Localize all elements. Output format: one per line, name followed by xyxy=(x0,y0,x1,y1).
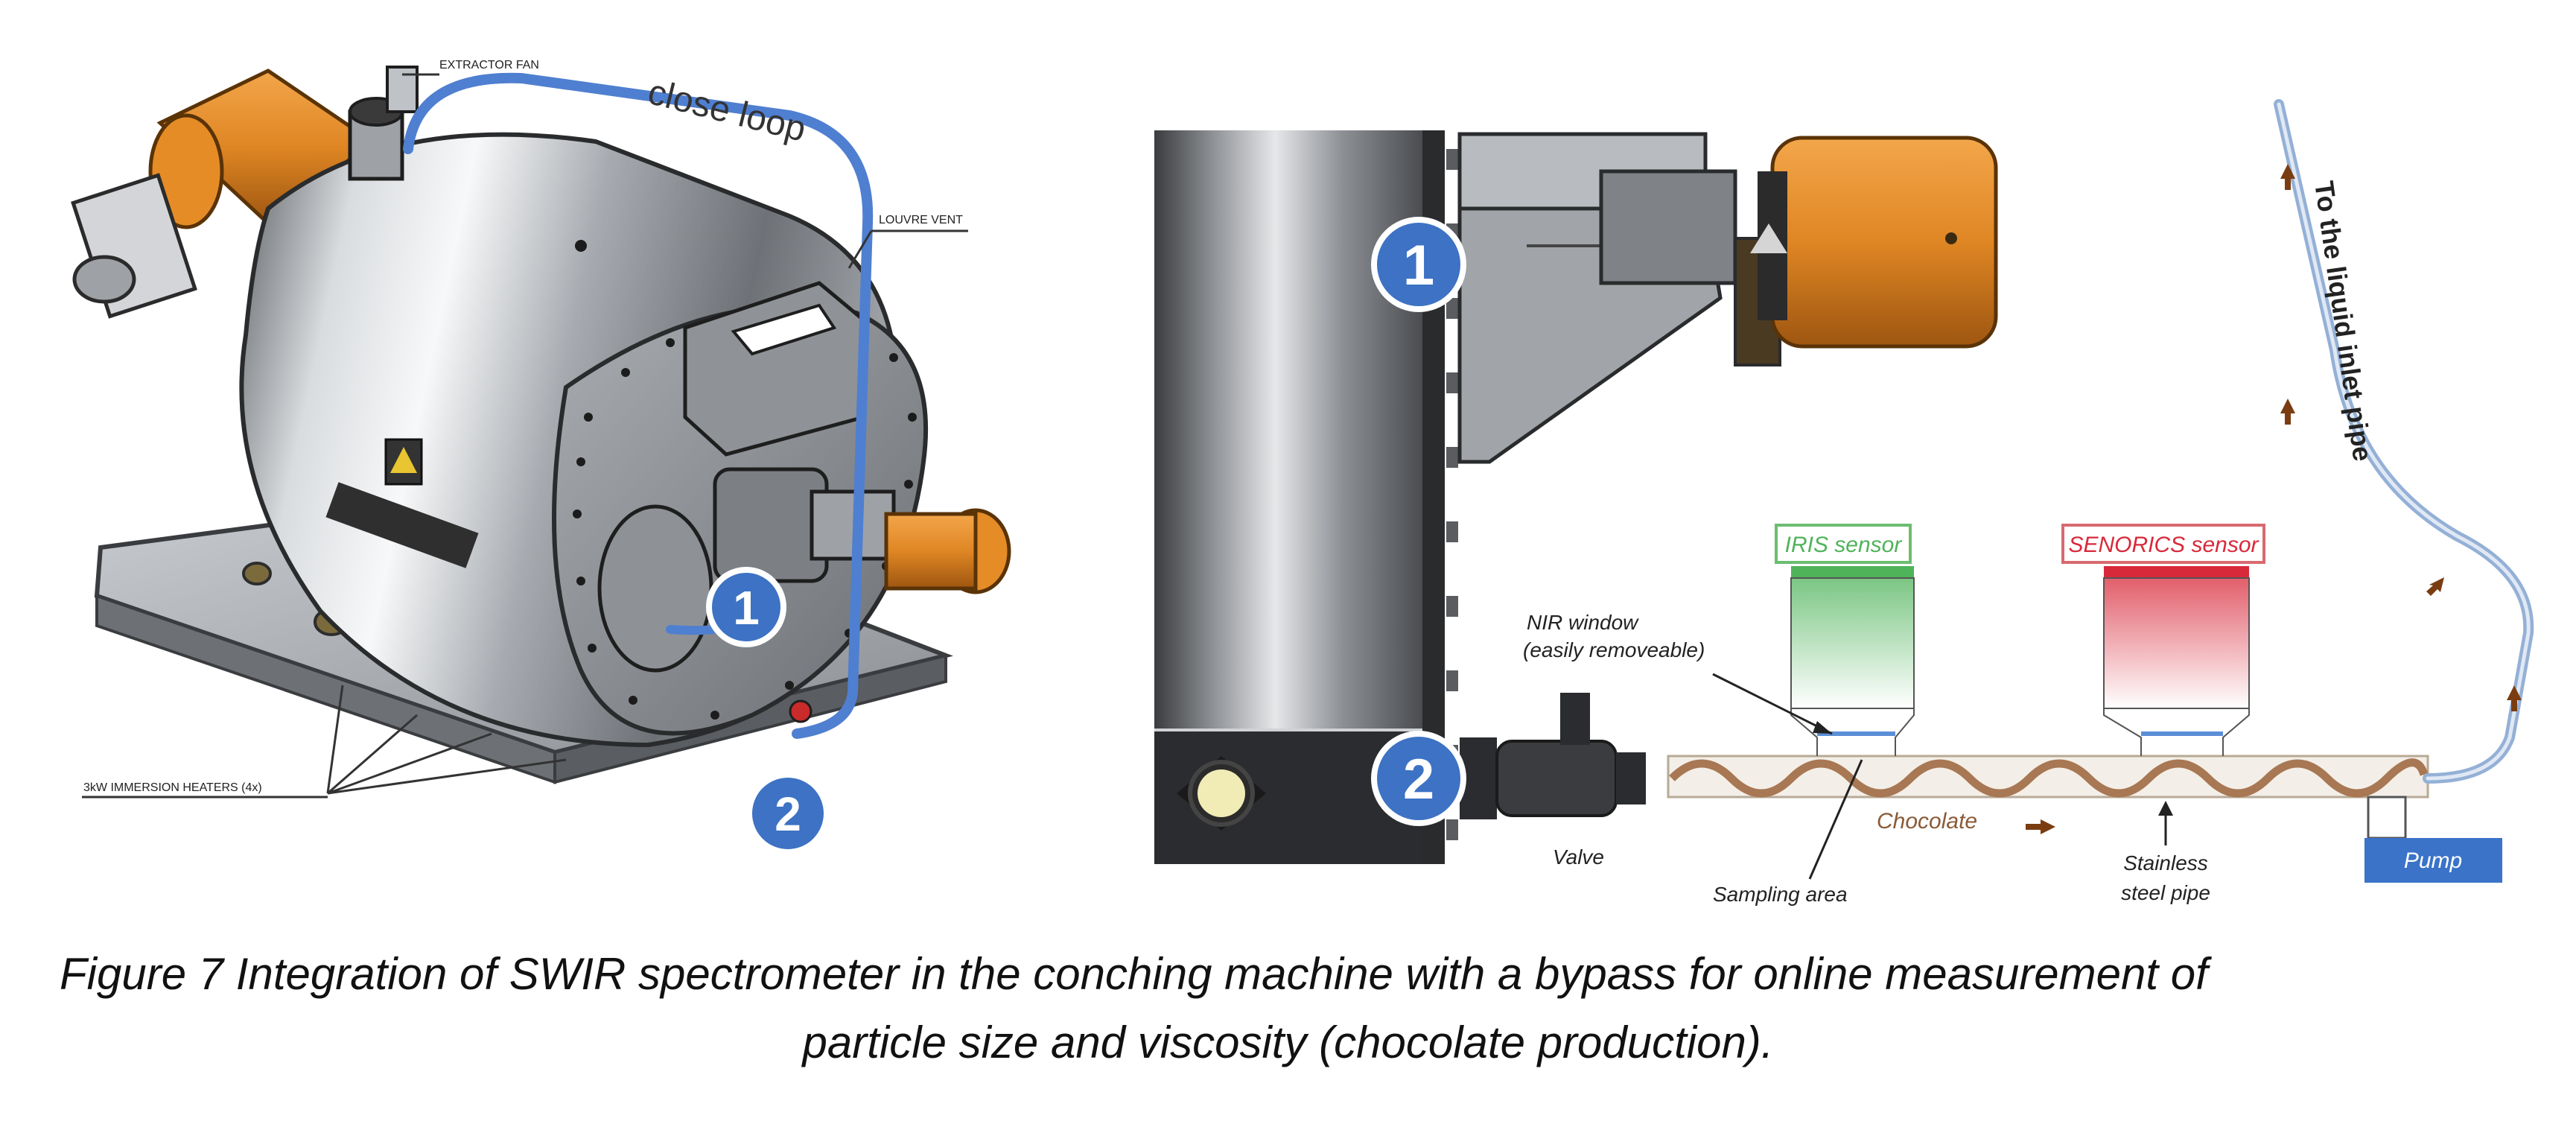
pipe-label: Stainless xyxy=(2123,851,2208,875)
louvre-vent-label: LOUVRE VENT xyxy=(879,214,963,226)
nir-window-sublabel: (easily removeable) xyxy=(1523,638,1705,661)
right-marker-1: 1 xyxy=(1371,217,1466,312)
left-diagram: EXTRACTOR FAN close loop LOUVRE VENT 3kW… xyxy=(71,59,1011,855)
valve xyxy=(1460,693,1646,819)
svg-text:1: 1 xyxy=(733,581,760,635)
svg-text:SENORICS sensor: SENORICS sensor xyxy=(2068,533,2259,557)
svg-text:2: 2 xyxy=(1403,748,1434,811)
inlet-pipe-label: To the liquid inlet pipe xyxy=(2309,179,2378,463)
valve-label: Valve xyxy=(1553,845,1604,869)
figure-caption-line-2: particle size and viscosity (chocolate p… xyxy=(802,1018,1774,1067)
left-marker-1: 1 xyxy=(706,567,786,647)
pump-body xyxy=(2367,796,2407,839)
figure-caption-line-1: Figure 7 Integration of SWIR spectromete… xyxy=(60,949,2208,999)
sampling-area-label: Sampling area xyxy=(1713,883,1848,906)
chocolate-label: Chocolate xyxy=(1877,809,1977,834)
pump-box xyxy=(2364,838,2502,883)
heaters-label: 3kW IMMERSION HEATERS (4x) xyxy=(83,781,262,794)
close-loop-pipe xyxy=(403,72,874,739)
svg-text:IRIS sensor: IRIS sensor xyxy=(1785,533,1903,557)
left-marker-2: 2 xyxy=(746,772,830,855)
flow-arrows xyxy=(2026,164,2522,834)
hazard-sign xyxy=(325,438,479,568)
chocolate-screw xyxy=(1669,758,2429,798)
extractor-fan-label: EXTRACTOR FAN xyxy=(439,59,539,72)
pipe-sublabel: steel pipe xyxy=(2121,881,2210,904)
nir-arrowhead xyxy=(1813,721,1832,734)
right-marker-2: 2 xyxy=(1371,731,1466,826)
sight-glass xyxy=(1177,756,1266,831)
motor-bracket xyxy=(1457,132,1781,464)
inspection-door xyxy=(597,504,713,673)
nir-window-label: NIR window xyxy=(1527,611,1639,634)
pump-label: Pump xyxy=(2404,848,2462,873)
senorics-sensor: SENORICS sensor xyxy=(2061,524,2265,756)
gearbox xyxy=(713,467,1011,594)
pipe-arrowhead xyxy=(2158,801,2173,816)
right-diagram: IRIS sensor SENORICS sensor Pump xyxy=(1154,99,2534,906)
leader-lines xyxy=(82,73,968,799)
close-loop-label: close loop xyxy=(644,72,810,150)
back-motor xyxy=(71,69,376,319)
svg-text:2: 2 xyxy=(775,787,801,841)
drive-motor xyxy=(1750,136,1998,349)
extractor-fan-unit xyxy=(348,66,419,181)
iris-sensor: IRIS sensor xyxy=(1775,524,1915,756)
svg-text:1: 1 xyxy=(1403,234,1434,297)
pipe-valve xyxy=(789,699,812,723)
